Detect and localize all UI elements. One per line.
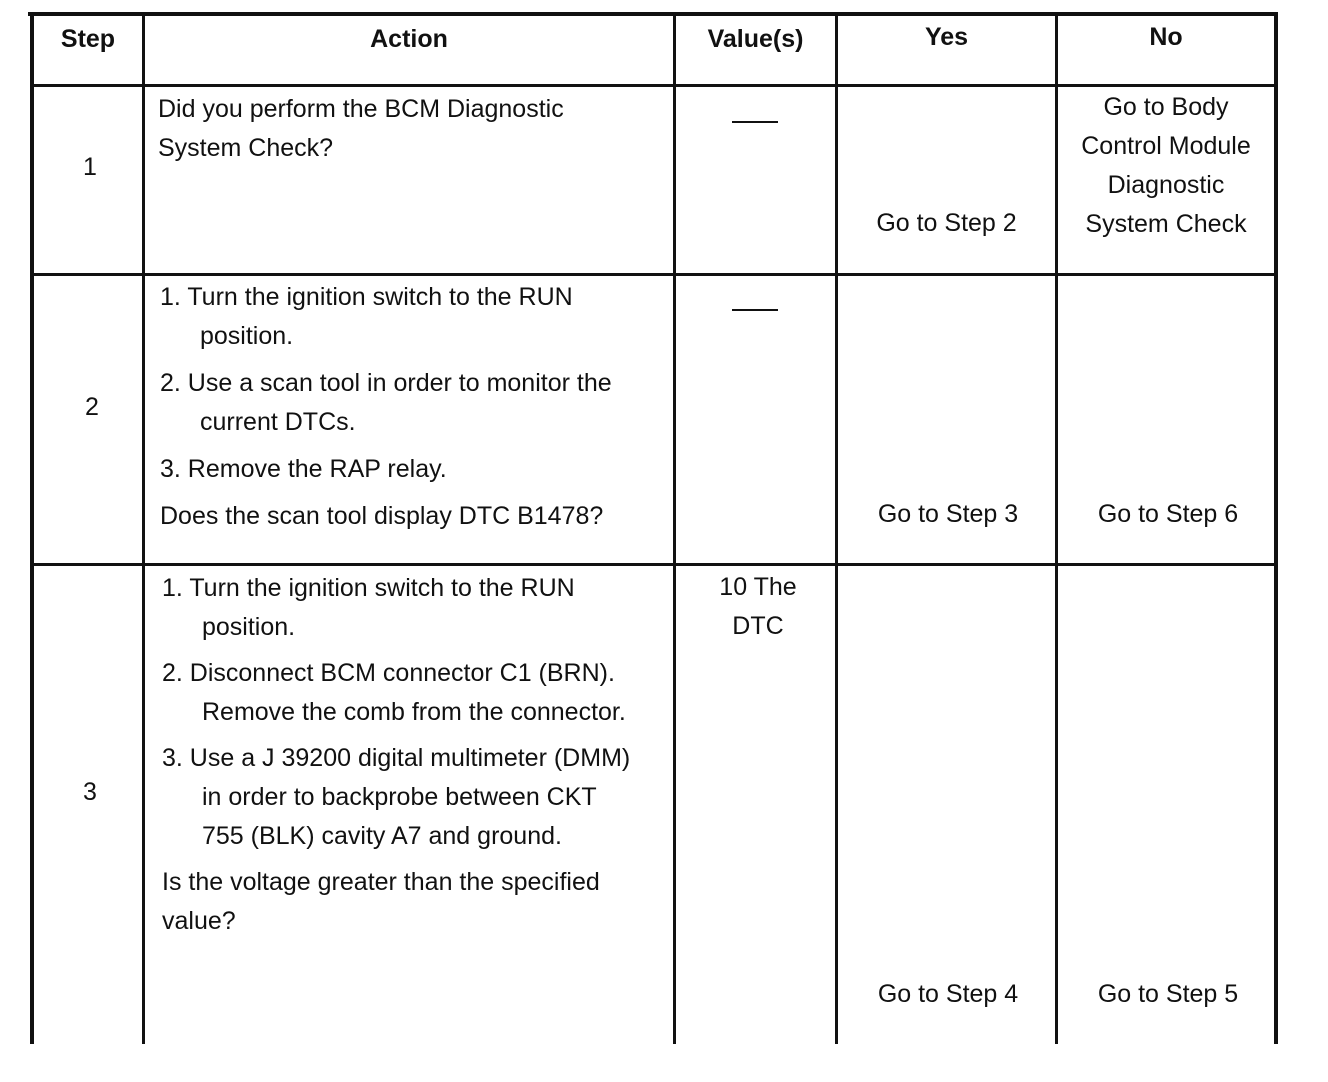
row-divider-1: [32, 273, 1278, 276]
row2-no: Go to Step 6: [1097, 500, 1239, 528]
row2-action-item: 1. Turn the ignition switch to the RUN p…: [160, 283, 573, 350]
row1-step: 1: [83, 153, 97, 181]
row2-question: Does the scan tool display DTC B1478?: [160, 502, 604, 530]
header-values: Value(s): [707, 25, 804, 53]
row1-no: Go to Body Control Module Diagnostic Sys…: [1081, 93, 1251, 238]
row1-yes: Go to Step 2: [876, 209, 1017, 237]
col-divider-values: [835, 14, 838, 1044]
row2-value-dash: [732, 309, 778, 311]
col-divider-action: [673, 14, 676, 1044]
row3-action-item: 1. Turn the ignition switch to the RUN p…: [162, 574, 575, 641]
table-header-divider: [32, 84, 1278, 87]
row3-question: Is the voltage greater than the specifie…: [162, 868, 600, 935]
row-divider-2: [32, 563, 1278, 566]
row2-yes: Go to Step 3: [877, 500, 1019, 528]
row2-step: 2: [85, 393, 99, 421]
col-divider-yes: [1055, 14, 1058, 1044]
row3-yes: Go to Step 4: [877, 980, 1019, 1008]
row3-value: 10 The DTC: [719, 573, 797, 640]
row1-value-dash: [732, 121, 778, 123]
row2-action: 1. Turn the ignition switch to the RUN p…: [160, 278, 668, 536]
row2-action-item: 3. Remove the RAP relay.: [160, 455, 447, 483]
header-action: Action: [370, 25, 448, 53]
row3-no: Go to Step 5: [1097, 980, 1239, 1008]
row1-action: Did you perform the BCM Diagnostic Syste…: [158, 95, 564, 162]
row3-action: 1. Turn the ignition switch to the RUN p…: [162, 569, 638, 941]
col-divider-step: [142, 14, 145, 1044]
row3-action-item: 2. Disconnect BCM connector C1 (BRN). Re…: [162, 659, 626, 726]
header-step: Step: [60, 25, 116, 53]
row2-action-item: 2. Use a scan tool in order to monitor t…: [160, 369, 612, 436]
table-border-left: [30, 12, 34, 1044]
header-yes: Yes: [924, 23, 969, 51]
table-border-top: [28, 12, 1278, 16]
row3-action-item: 3. Use a J 39200 digital multimeter (DMM…: [162, 744, 631, 850]
table-border-right: [1274, 12, 1278, 1044]
row3-step: 3: [83, 778, 97, 806]
header-no: No: [1149, 23, 1183, 51]
